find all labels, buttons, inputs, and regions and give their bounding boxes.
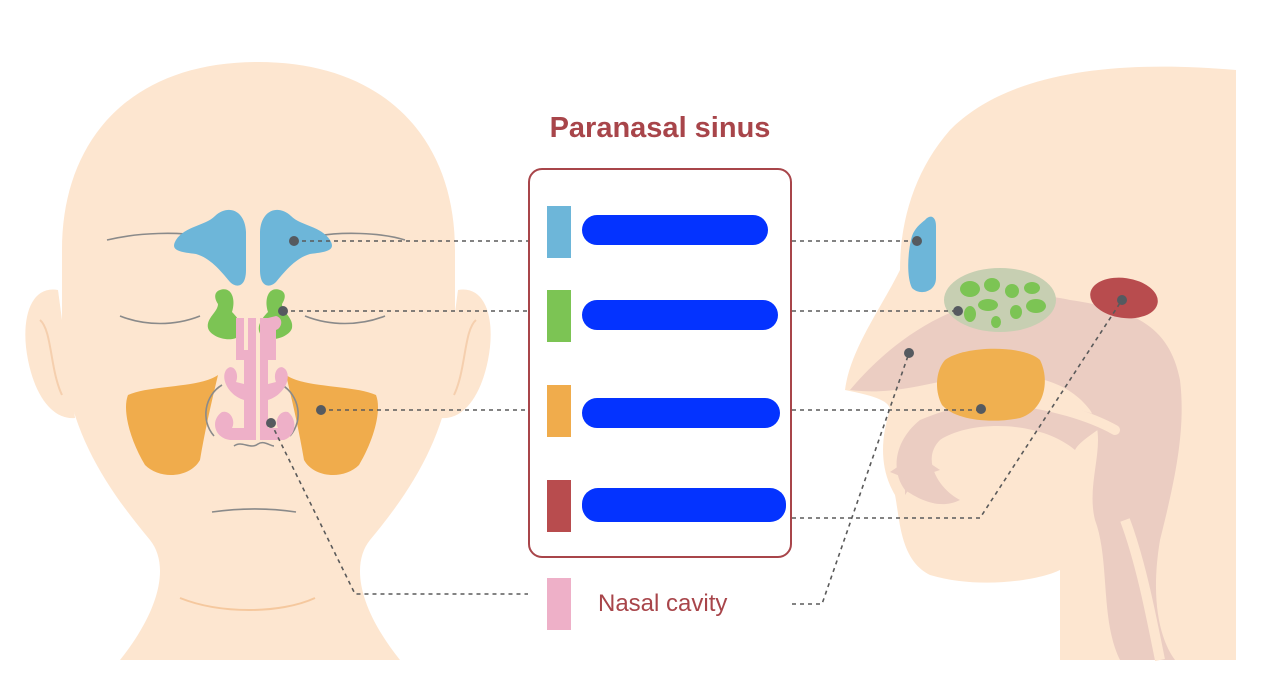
- legend-label-frontal-redacted: [582, 215, 768, 245]
- legend-swatch-frontal: [547, 206, 571, 258]
- leader-lines: [270, 240, 1123, 605]
- legend-label-sphenoid-redacted: [582, 488, 786, 522]
- legend-swatch-sphenoid: [547, 480, 571, 532]
- legend-label-ethmoid-redacted: [582, 300, 778, 330]
- legend-label-maxillary-redacted: [582, 398, 780, 428]
- legend-swatch-ethmoid: [547, 290, 571, 342]
- diagram-title: Paranasal sinus: [549, 112, 771, 144]
- legend-swatch-nasal-cavity: [547, 578, 571, 630]
- legend-swatch-maxillary: [547, 385, 571, 437]
- side-profile-head: [845, 66, 1236, 661]
- front-view-head: [25, 62, 491, 660]
- legend-label-nasal-cavity: Nasal cavity: [598, 590, 728, 617]
- legend-box: [528, 168, 792, 558]
